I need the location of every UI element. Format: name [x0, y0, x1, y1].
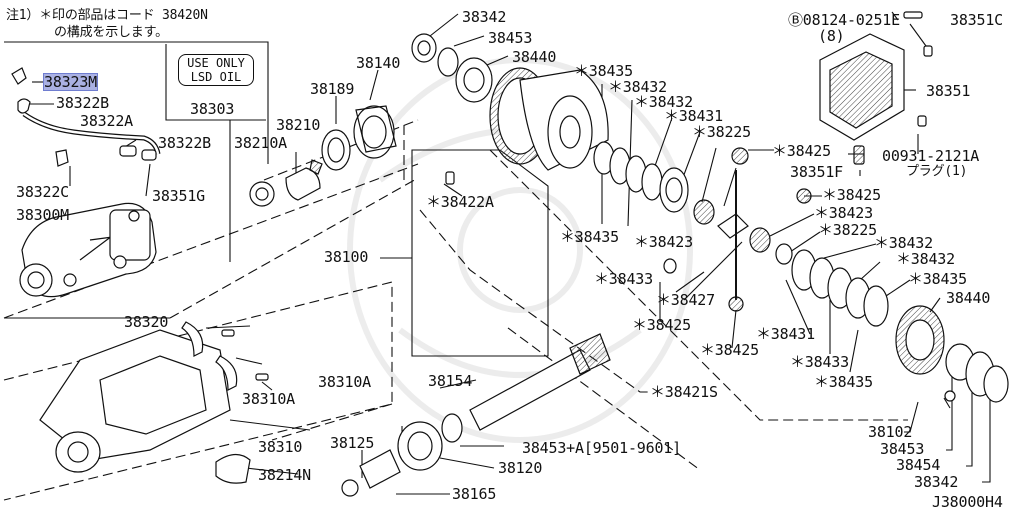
part-label-38432-d[interactable]: ＊38432 — [896, 250, 955, 268]
part-label-38214N[interactable]: 38214N — [258, 466, 311, 484]
part-label-38440-top[interactable]: 38440 — [512, 48, 557, 66]
part-label-38431-b[interactable]: ＊38431 — [756, 325, 815, 343]
part-label-38454[interactable]: 38454 — [896, 456, 941, 474]
part-label-38427[interactable]: ＊38427 — [656, 291, 715, 309]
part-label-38425-c[interactable]: ＊38425 — [632, 316, 691, 334]
part-label-38323M[interactable]: 38323M — [43, 73, 98, 91]
part-label-38423-b[interactable]: ＊38423 — [634, 233, 693, 251]
part-label-38440-right[interactable]: 38440 — [946, 289, 991, 307]
part-label-00931[interactable]: 00931-2121A — [882, 147, 980, 165]
part-label-38189[interactable]: 38189 — [310, 80, 355, 98]
part-label-38300M[interactable]: 38300M — [16, 206, 69, 224]
part-label-38320[interactable]: 38320 — [124, 313, 169, 331]
part-label-38342-top[interactable]: 38342 — [462, 8, 507, 26]
part-label-38310A-b[interactable]: 38310A — [242, 390, 295, 408]
part-label-38425-a[interactable]: ＊38425 — [772, 142, 831, 160]
diagram-code: J38000H4 — [932, 493, 1003, 510]
part-label-38165[interactable]: 38165 — [452, 485, 497, 503]
part-label-38423-a[interactable]: ＊38423 — [814, 204, 873, 222]
part-label-38100[interactable]: 38100 — [324, 248, 369, 266]
part-label-38435-a[interactable]: ＊38435 — [574, 62, 633, 80]
part-label-38431-a[interactable]: ＊38431 — [664, 107, 723, 125]
part-label-38303[interactable]: 38303 — [190, 100, 235, 118]
part-label-38432-c[interactable]: ＊38432 — [874, 234, 933, 252]
part-label-38210[interactable]: 38210 — [276, 116, 321, 134]
part-label-38210A[interactable]: 38210A — [234, 134, 287, 152]
part-label-38432-a[interactable]: ＊38432 — [608, 78, 667, 96]
part-label-38102[interactable]: 38102 — [868, 423, 913, 441]
part-label-38225-b[interactable]: ＊38225 — [818, 221, 877, 239]
part-label-38322A[interactable]: 38322A — [80, 112, 133, 130]
part-label-38351C[interactable]: 38351C — [950, 11, 1003, 29]
part-label-38435-b[interactable]: ＊38435 — [908, 270, 967, 288]
part-label-38425-d[interactable]: ＊38425 — [700, 341, 759, 359]
part-label-08124[interactable]: Ⓑ08124-0251E — [788, 11, 900, 29]
lsd-oil-box: USE ONLY LSD OIL — [178, 54, 254, 86]
part-label-38433-a[interactable]: ＊38433 — [594, 270, 653, 288]
part-label-38432-b[interactable]: ＊38432 — [634, 93, 693, 111]
part-label-38351G[interactable]: 38351G — [152, 187, 205, 205]
part-label-38120[interactable]: 38120 — [498, 459, 543, 477]
part-label-38453-right[interactable]: 38453 — [880, 440, 925, 458]
note-line-1: 注1）＊印の部品はコード 38420N — [6, 8, 208, 23]
part-label-08124-qty: (8) — [818, 27, 845, 45]
part-label-38421S[interactable]: ＊38421S — [650, 383, 718, 401]
lsd-box-line-1: USE ONLY — [187, 56, 245, 70]
part-label-38140[interactable]: 38140 — [356, 54, 401, 72]
part-label-38310[interactable]: 38310 — [258, 438, 303, 456]
part-label-38310A-a[interactable]: 38310A — [318, 373, 371, 391]
parts — [11, 11, 1009, 497]
part-label-38435-d[interactable]: ＊38435 — [814, 373, 873, 391]
part-label-38422A[interactable]: ＊38422A — [426, 193, 494, 211]
part-label-38322B-b[interactable]: 38322B — [158, 134, 211, 152]
part-label-38351F[interactable]: 38351F — [790, 163, 843, 181]
part-label-38433-b[interactable]: ＊38433 — [790, 353, 849, 371]
part-label-38435-c[interactable]: ＊38435 — [560, 228, 619, 246]
part-label-38225-a[interactable]: ＊38225 — [692, 123, 751, 141]
part-label-38125[interactable]: 38125 — [330, 434, 375, 452]
part-label-38322B-a[interactable]: 38322B — [56, 94, 109, 112]
part-label-38154[interactable]: 38154 — [428, 372, 473, 390]
part-label-38425-b[interactable]: ＊38425 — [822, 186, 881, 204]
part-label-38342-right[interactable]: 38342 — [914, 473, 959, 491]
part-label-38453A[interactable]: 38453+A[9501-9601] — [522, 439, 681, 457]
part-label-38322C[interactable]: 38322C — [16, 183, 69, 201]
part-label-38453-top[interactable]: 38453 — [488, 29, 533, 47]
lsd-box-line-2: LSD OIL — [190, 70, 242, 84]
note-line-2: の構成を示します。 — [54, 25, 168, 40]
part-label-38351[interactable]: 38351 — [926, 82, 971, 100]
part-label-00931-plug: プラグ(1) — [906, 164, 968, 179]
